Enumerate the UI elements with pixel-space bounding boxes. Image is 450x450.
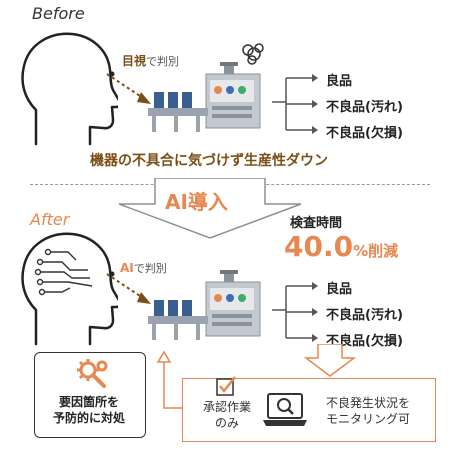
before-output-2: 不良品(汚れ) (326, 100, 403, 115)
prevent-text: 要因箇所を 予防的に対処 (38, 394, 140, 426)
after-sort-arrows (272, 282, 318, 342)
inspection-machine-icon-after (148, 270, 261, 340)
after-output-1: 良品 (326, 282, 353, 297)
metric-value-group: 40.0%削減 (284, 230, 398, 263)
wrench-gear-icon (77, 359, 108, 388)
prevent-box (34, 352, 146, 438)
smoke-cloud-icon (242, 43, 264, 65)
prevent-line-2: 予防的に対処 (52, 411, 125, 426)
before-method-main: 目視 (122, 54, 147, 68)
prevent-line-1: 要因箇所を (58, 395, 119, 409)
transition-label: AI導入 (165, 190, 228, 214)
before-label: Before (32, 4, 85, 23)
monitor-line-1: 不良発生状況を (325, 396, 410, 410)
after-method-rest: で判別 (133, 262, 167, 275)
before-method-label: 目視で判別 (122, 52, 179, 69)
feedback-arrow (156, 350, 182, 409)
metric-unit: % (353, 242, 369, 260)
before-method-rest: で判別 (146, 55, 180, 68)
after-output-2: 不良品(汚れ) (326, 308, 403, 323)
after-output-3: 不良品(欠損) (326, 334, 403, 349)
gaze-arrow (106, 73, 151, 104)
metric-label: 検査時間 (290, 216, 343, 231)
monitor-line-2: モニタリング可 (325, 411, 410, 426)
after-method-main: AI (120, 261, 134, 275)
approval-text: 承認作業 のみ (192, 400, 262, 431)
approval-line-2: のみ (214, 415, 239, 430)
ai-gaze-arrow (106, 273, 151, 304)
head-outline-icon (21, 32, 118, 146)
metric-suffix: 削減 (368, 242, 399, 260)
approval-line-1: 承認作業 (202, 400, 251, 414)
before-output-1: 良品 (326, 74, 353, 89)
metric-value: 40.0 (284, 230, 354, 263)
inspection-machine-icon (148, 43, 264, 132)
monitor-text: 不良発生状況を モニタリング可 (310, 396, 426, 427)
ai-circuit-head-icon (21, 232, 118, 346)
transition-arrow (118, 178, 302, 239)
monitor-down-arrow (303, 344, 357, 377)
before-problem-text: 機器の不具合に気づけず生産性ダウン (90, 153, 328, 169)
checkbox-icon (216, 376, 236, 396)
before-output-3: 不良品(欠損) (326, 126, 403, 141)
before-sort-arrows (272, 74, 318, 134)
after-method-label: AIで判別 (120, 260, 167, 276)
after-label: After (30, 210, 70, 229)
laptop-search-icon (263, 393, 307, 426)
